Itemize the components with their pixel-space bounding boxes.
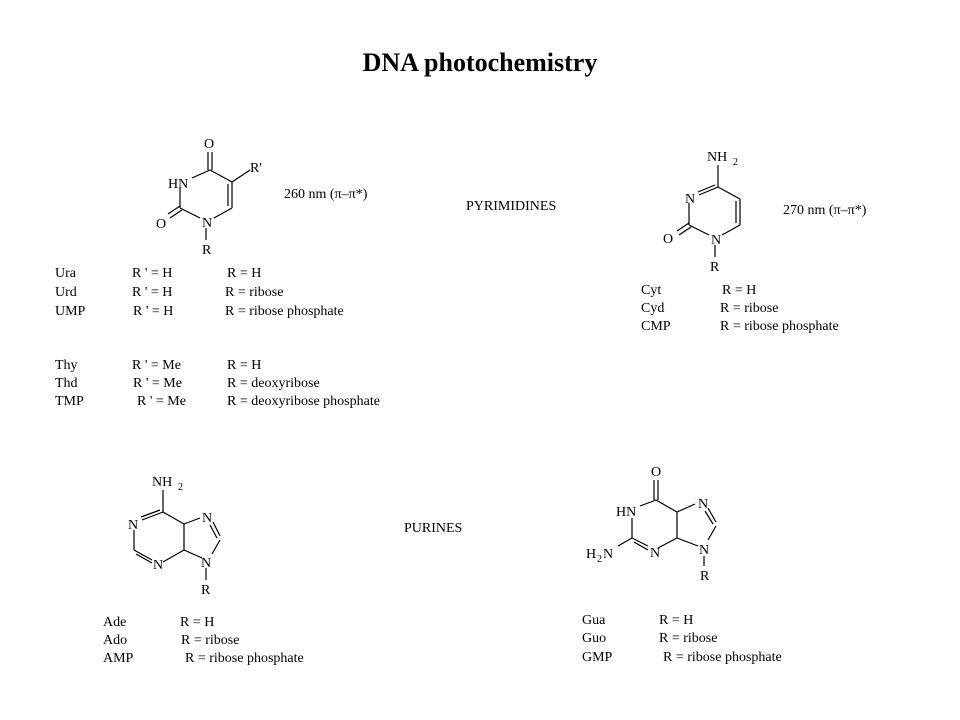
uracil-r-prime: R' xyxy=(250,161,262,176)
guanine-o: O xyxy=(651,465,661,480)
cytosine-o: O xyxy=(663,232,673,247)
cytosine-r: R xyxy=(710,260,720,275)
adenine-nh: NH xyxy=(152,475,172,490)
cytosine-n: N xyxy=(711,233,721,248)
cytosine-nh-sub: 2 xyxy=(733,157,738,168)
adenine-n7: N xyxy=(202,511,212,526)
guanine-h2-sub: 2 xyxy=(597,554,602,565)
guanine-r: R xyxy=(700,569,710,584)
guanine-n-amine: N xyxy=(603,547,613,562)
adenine-nh-sub: 2 xyxy=(178,482,183,493)
adenine-structure: NH 2 N N N N R xyxy=(128,475,221,598)
uracil-n: N xyxy=(202,216,212,231)
cytosine-absorption: 270 nm (π–π*) xyxy=(783,203,867,218)
uracil-o-top: O xyxy=(204,137,214,152)
uracil-o-left: O xyxy=(156,217,166,232)
cytosine-n-ring: N xyxy=(685,192,695,207)
uracil-absorption: 260 nm (π–π*) xyxy=(284,187,368,202)
cytosine-structure: NH 2 N O N R xyxy=(663,150,741,275)
adenine-n1: N xyxy=(128,518,138,533)
adenine-n9: N xyxy=(201,556,211,571)
guanine-n9: N xyxy=(699,543,709,558)
guanine-n3: N xyxy=(650,546,660,561)
pyrimidines-label: PYRIMIDINES xyxy=(466,199,557,214)
purines-label: PURINES xyxy=(404,521,463,536)
guanine-h2: H xyxy=(586,547,596,562)
guanine-structure: O HN H 2 N N N N R xyxy=(586,465,717,584)
guanine-n7: N xyxy=(698,497,708,512)
uracil-r: R xyxy=(202,243,212,258)
uracil-structure: O R' HN O N R xyxy=(156,137,262,258)
cytosine-nh: NH xyxy=(707,150,727,165)
uracil-hn: HN xyxy=(168,177,188,192)
adenine-r: R xyxy=(201,583,211,598)
adenine-n3: N xyxy=(153,558,163,573)
page-title: DNA photochemistry xyxy=(362,48,598,77)
guanine-hn: HN xyxy=(616,505,636,520)
